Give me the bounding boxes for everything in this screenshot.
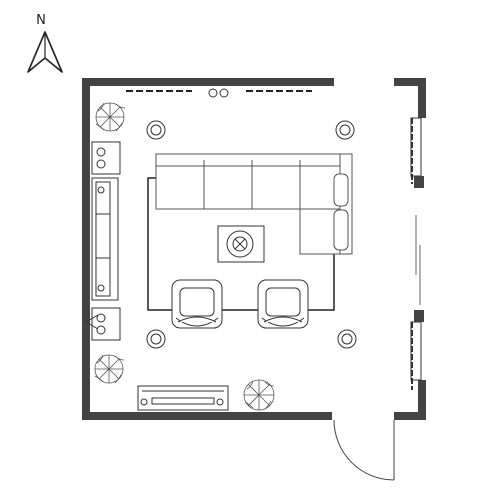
sliding-door-east bbox=[415, 215, 421, 305]
floor-lamp-icon bbox=[146, 120, 166, 140]
side-table-north bbox=[91, 141, 121, 175]
tv-console-icon bbox=[137, 385, 229, 411]
wall-east-upper bbox=[418, 78, 426, 118]
wall-outlet-marker bbox=[85, 314, 99, 330]
wall-south bbox=[82, 412, 332, 420]
armchair-icon bbox=[257, 279, 309, 329]
side-table-south bbox=[91, 307, 121, 341]
wall-east-mid-b bbox=[414, 310, 424, 322]
window-east-lower bbox=[410, 321, 422, 390]
north-label: N bbox=[36, 13, 46, 28]
wall-north-east-stub bbox=[394, 78, 426, 86]
wall-south-east-stub bbox=[394, 412, 426, 420]
floor-lamp-icon bbox=[335, 120, 355, 140]
floor-lamp-icon bbox=[337, 329, 357, 349]
potted-plant-icon bbox=[95, 102, 126, 132]
window-east-upper bbox=[410, 117, 422, 184]
door-swing-icon bbox=[333, 419, 395, 481]
wall-north bbox=[82, 78, 334, 86]
coffee-table-icon bbox=[217, 225, 265, 263]
potted-plant-icon bbox=[243, 379, 275, 411]
armchair-icon bbox=[171, 279, 223, 329]
floor-lamp-icon bbox=[146, 329, 166, 349]
sectional-sofa-icon bbox=[155, 153, 353, 255]
wall-sconces bbox=[208, 88, 229, 98]
north-arrow-icon: N bbox=[27, 13, 63, 73]
wall-west bbox=[82, 78, 90, 420]
wall-east-mid-a bbox=[414, 176, 424, 188]
potted-plant-icon bbox=[94, 354, 125, 384]
credenza bbox=[91, 177, 119, 301]
walls bbox=[82, 78, 426, 420]
wall-east-lower bbox=[418, 380, 426, 420]
